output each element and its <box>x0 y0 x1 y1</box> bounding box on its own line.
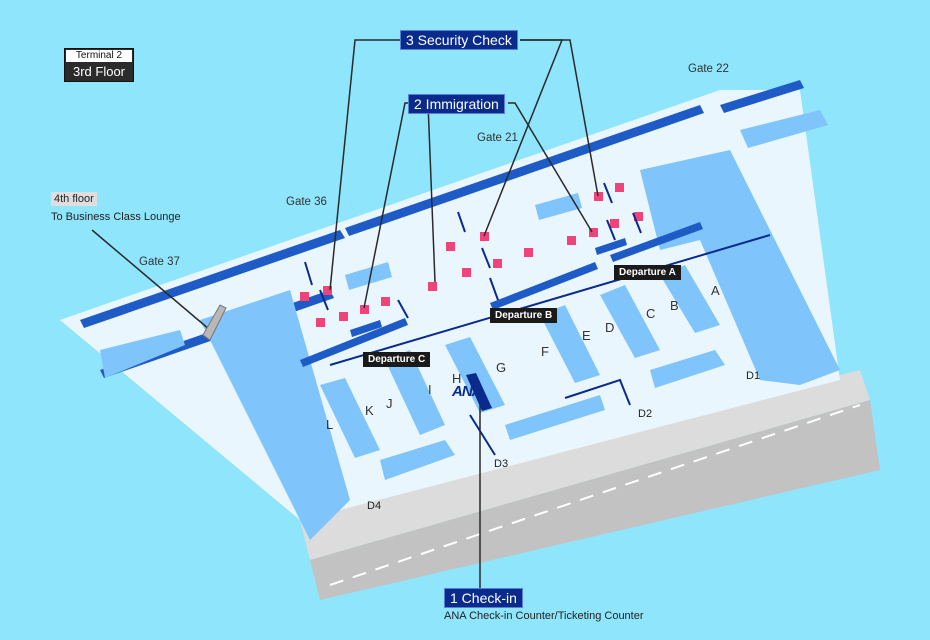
door-d3: D3 <box>494 458 509 470</box>
island-B-A <box>660 265 720 333</box>
floor-label: 3rd Floor <box>72 64 126 79</box>
door-d1: D1 <box>746 370 761 382</box>
departure-b-label: Departure B <box>490 308 558 323</box>
wall-north-3 <box>720 80 804 113</box>
fourth-floor-label: 4th floor <box>51 192 97 206</box>
counter-g: G <box>496 360 507 375</box>
road-lane-marking <box>329 404 861 586</box>
wall-north-2 <box>345 105 704 236</box>
wall-north <box>80 230 345 328</box>
island-bottom-1 <box>380 440 455 480</box>
counter-a: A <box>711 283 720 298</box>
ana-logo: ANA <box>452 383 482 400</box>
leader-lines <box>91 39 599 588</box>
gate-37-label: Gate 37 <box>139 256 180 268</box>
terminal-label: Terminal 2 <box>66 50 132 62</box>
counter-l: L <box>326 417 334 432</box>
route-line <box>329 234 771 366</box>
step-check-in[interactable]: 1 Check-in <box>444 588 523 608</box>
door-d4: D4 <box>367 500 382 512</box>
counter-b: B <box>670 298 679 313</box>
island-J-I <box>385 350 445 435</box>
ana-logo-mark <box>466 373 492 411</box>
block-left-lobby <box>100 330 185 378</box>
departure-a-label: Departure A <box>614 265 681 280</box>
counter-c: C <box>646 306 656 321</box>
island-sec-2 <box>535 193 582 220</box>
island-D-C <box>600 285 660 358</box>
counter-h: H <box>452 371 462 386</box>
block-west <box>200 290 350 540</box>
island-sec-1 <box>345 262 392 290</box>
island-F-E <box>540 305 600 383</box>
block-top-right <box>740 110 828 148</box>
counter-k: K <box>365 403 374 418</box>
road-sidewalk <box>300 370 870 560</box>
counter-e: E <box>582 328 591 343</box>
direction-arrows <box>304 182 642 456</box>
block-east <box>640 150 840 385</box>
floor-badge: Terminal 2 3rd Floor <box>64 48 134 82</box>
counter-i: I <box>428 382 432 397</box>
island-L-K <box>320 378 380 458</box>
road <box>310 400 880 600</box>
departure-rails <box>300 222 703 367</box>
step-immigration[interactable]: 2 Immigration <box>408 94 505 114</box>
lounge-label: To Business Class Lounge <box>51 211 181 223</box>
door-d2: D2 <box>638 408 653 420</box>
counter-j: J <box>386 396 393 411</box>
gate-22-label: Gate 22 <box>688 63 729 75</box>
departure-c-label: Departure C <box>363 352 431 367</box>
counter-f: F <box>541 344 549 359</box>
gate-36-label: Gate 36 <box>286 196 327 208</box>
checkin-caption: ANA Check-in Counter/Ticketing Counter <box>444 610 644 622</box>
counter-d: D <box>605 320 615 335</box>
island-bottom-2 <box>505 395 605 440</box>
escalator-icon <box>202 304 227 341</box>
island-bottom-3 <box>650 350 725 388</box>
security-kiosks <box>300 183 643 327</box>
gate-21-label: Gate 21 <box>477 132 518 144</box>
step-security-check[interactable]: 3 Security Check <box>400 30 518 50</box>
